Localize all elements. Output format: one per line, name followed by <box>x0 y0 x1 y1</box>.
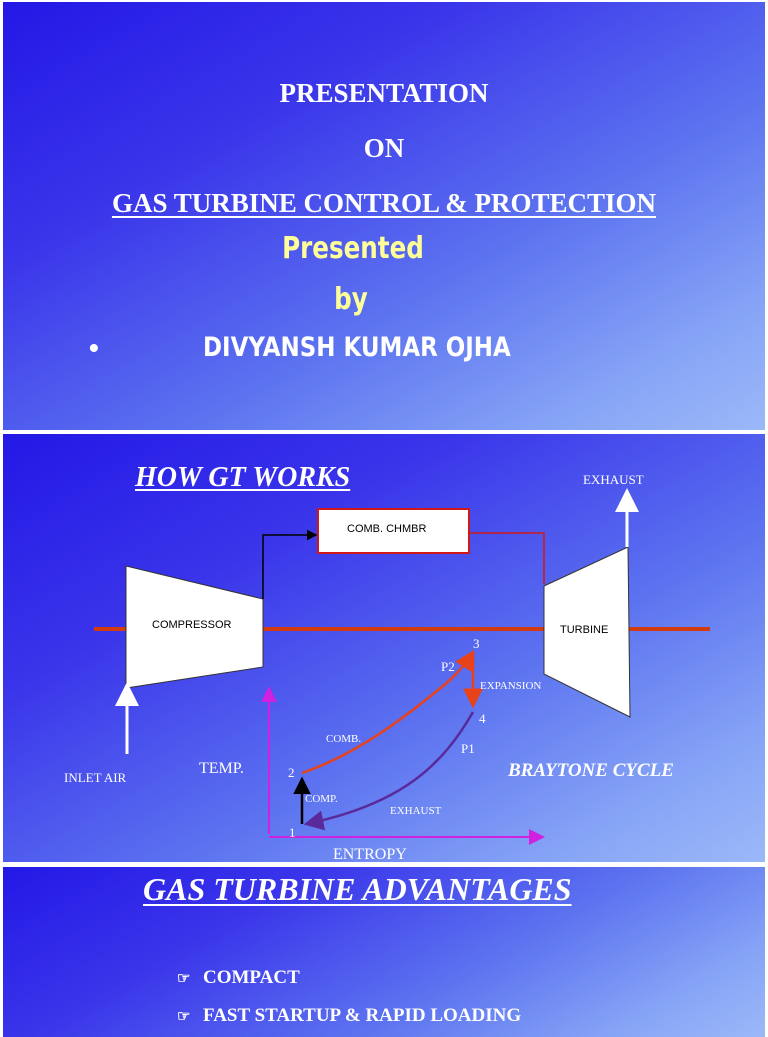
inlet-air-label: INLET AIR <box>64 770 127 785</box>
presentation-heading: PRESENTATION <box>279 78 489 108</box>
bullet-dot: • <box>89 332 99 363</box>
compressor-to-chamber-arrow <box>262 529 318 599</box>
list-item: ☞ COMPACT <box>177 967 300 989</box>
braytone-cycle-label: BRAYTONE CYCLE <box>508 760 674 781</box>
p1-label: P1 <box>461 741 475 756</box>
pointing-hand-icon: ☞ <box>177 1008 191 1025</box>
presented-label: Presented <box>282 231 424 266</box>
point-2-label: 2 <box>288 765 295 780</box>
point-1-label: 1 <box>289 825 296 840</box>
comb-label: COMB. <box>326 733 362 745</box>
advantage-fast-startup: FAST STARTUP & RAPID LOADING <box>203 1005 522 1026</box>
main-title: GAS TURBINE CONTROL & PROTECTION <box>111 188 657 218</box>
slide-how-gt-works: HOW GT WORKS EXHAUST COMB. CHMBR COMPRES… <box>3 434 765 862</box>
slide3-title: GAS TURBINE ADVANTAGES <box>143 871 572 907</box>
compressor-label: COMPRESSOR <box>152 619 232 631</box>
pointing-hand-icon: ☞ <box>177 970 191 987</box>
comp-label: COMP. <box>305 793 338 805</box>
p2-label: P2 <box>441 659 455 674</box>
gt-diagram <box>94 488 710 845</box>
exhaust-curve <box>303 711 475 831</box>
comb-chamber-box <box>317 508 470 554</box>
exhaust-curve-label: EXHAUST <box>390 805 442 817</box>
chamber-to-turbine-line <box>469 532 545 584</box>
turbine-label: TURBINE <box>560 624 609 636</box>
advantage-compact: COMPACT <box>203 967 300 988</box>
turbine-shape <box>543 546 631 718</box>
comb-chamber-label: COMB. CHMBR <box>347 523 427 535</box>
slide-advantages: GAS TURBINE ADVANTAGES ☞ COMPACT ☞ FAST … <box>3 867 765 1037</box>
point-3-label: 3 <box>473 636 480 651</box>
expansion-label: EXPANSION <box>480 680 542 692</box>
list-item: ☞ FAST STARTUP & RAPID LOADING <box>177 1005 521 1027</box>
point-4-label: 4 <box>479 711 486 726</box>
combustion-curve <box>301 649 475 775</box>
slide-title: PRESENTATION ON GAS TURBINE CONTROL & PR… <box>3 2 765 430</box>
entropy-axis-label: ENTROPY <box>333 846 407 862</box>
temp-axis-label: TEMP. <box>199 760 244 777</box>
by-label: by <box>334 282 368 317</box>
exhaust-top-label: EXHAUST <box>583 472 644 487</box>
slide2-title: HOW GT WORKS <box>135 462 351 493</box>
compressor-shape <box>125 565 264 689</box>
on-heading: ON <box>363 133 405 163</box>
presenter-name: DIVYANSH KUMAR OJHA <box>203 332 511 363</box>
